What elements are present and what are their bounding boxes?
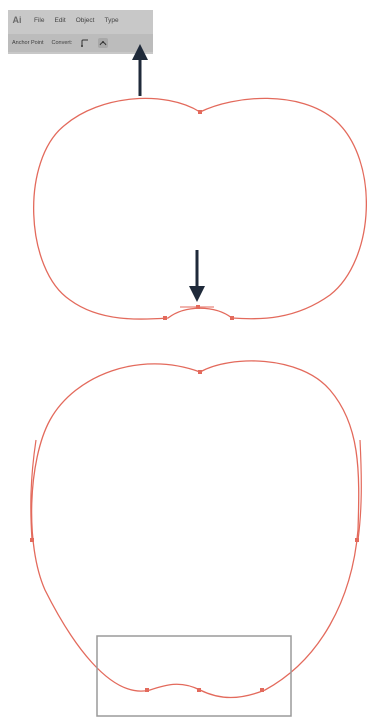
anchor-point-label: Anchor Point	[12, 40, 44, 46]
top-shape-anchors	[163, 110, 234, 320]
menu-bar: Ai File Edit Object Type	[8, 10, 155, 30]
convert-smooth-icon[interactable]	[80, 38, 90, 48]
bottom-shape-handles	[31, 440, 362, 540]
bottom-shape-anchors	[30, 370, 359, 692]
convert-corner-icon[interactable]	[98, 38, 108, 48]
app-logo: Ai	[10, 13, 24, 27]
menu-object[interactable]: Object	[76, 17, 95, 24]
menu-edit[interactable]: Edit	[54, 17, 65, 24]
control-bar: Anchor Point Convert:	[8, 34, 153, 52]
menu-file[interactable]: File	[34, 17, 44, 24]
top-shape-path[interactable]	[34, 98, 367, 319]
illustrator-toolbar: Ai File Edit Object Type Anchor Point Co…	[8, 10, 153, 54]
bottom-shape-path[interactable]	[32, 361, 359, 698]
convert-label: Convert:	[52, 40, 73, 46]
selection-box	[97, 636, 291, 716]
arrow-down-icon	[189, 250, 205, 302]
menu-type[interactable]: Type	[104, 17, 118, 24]
